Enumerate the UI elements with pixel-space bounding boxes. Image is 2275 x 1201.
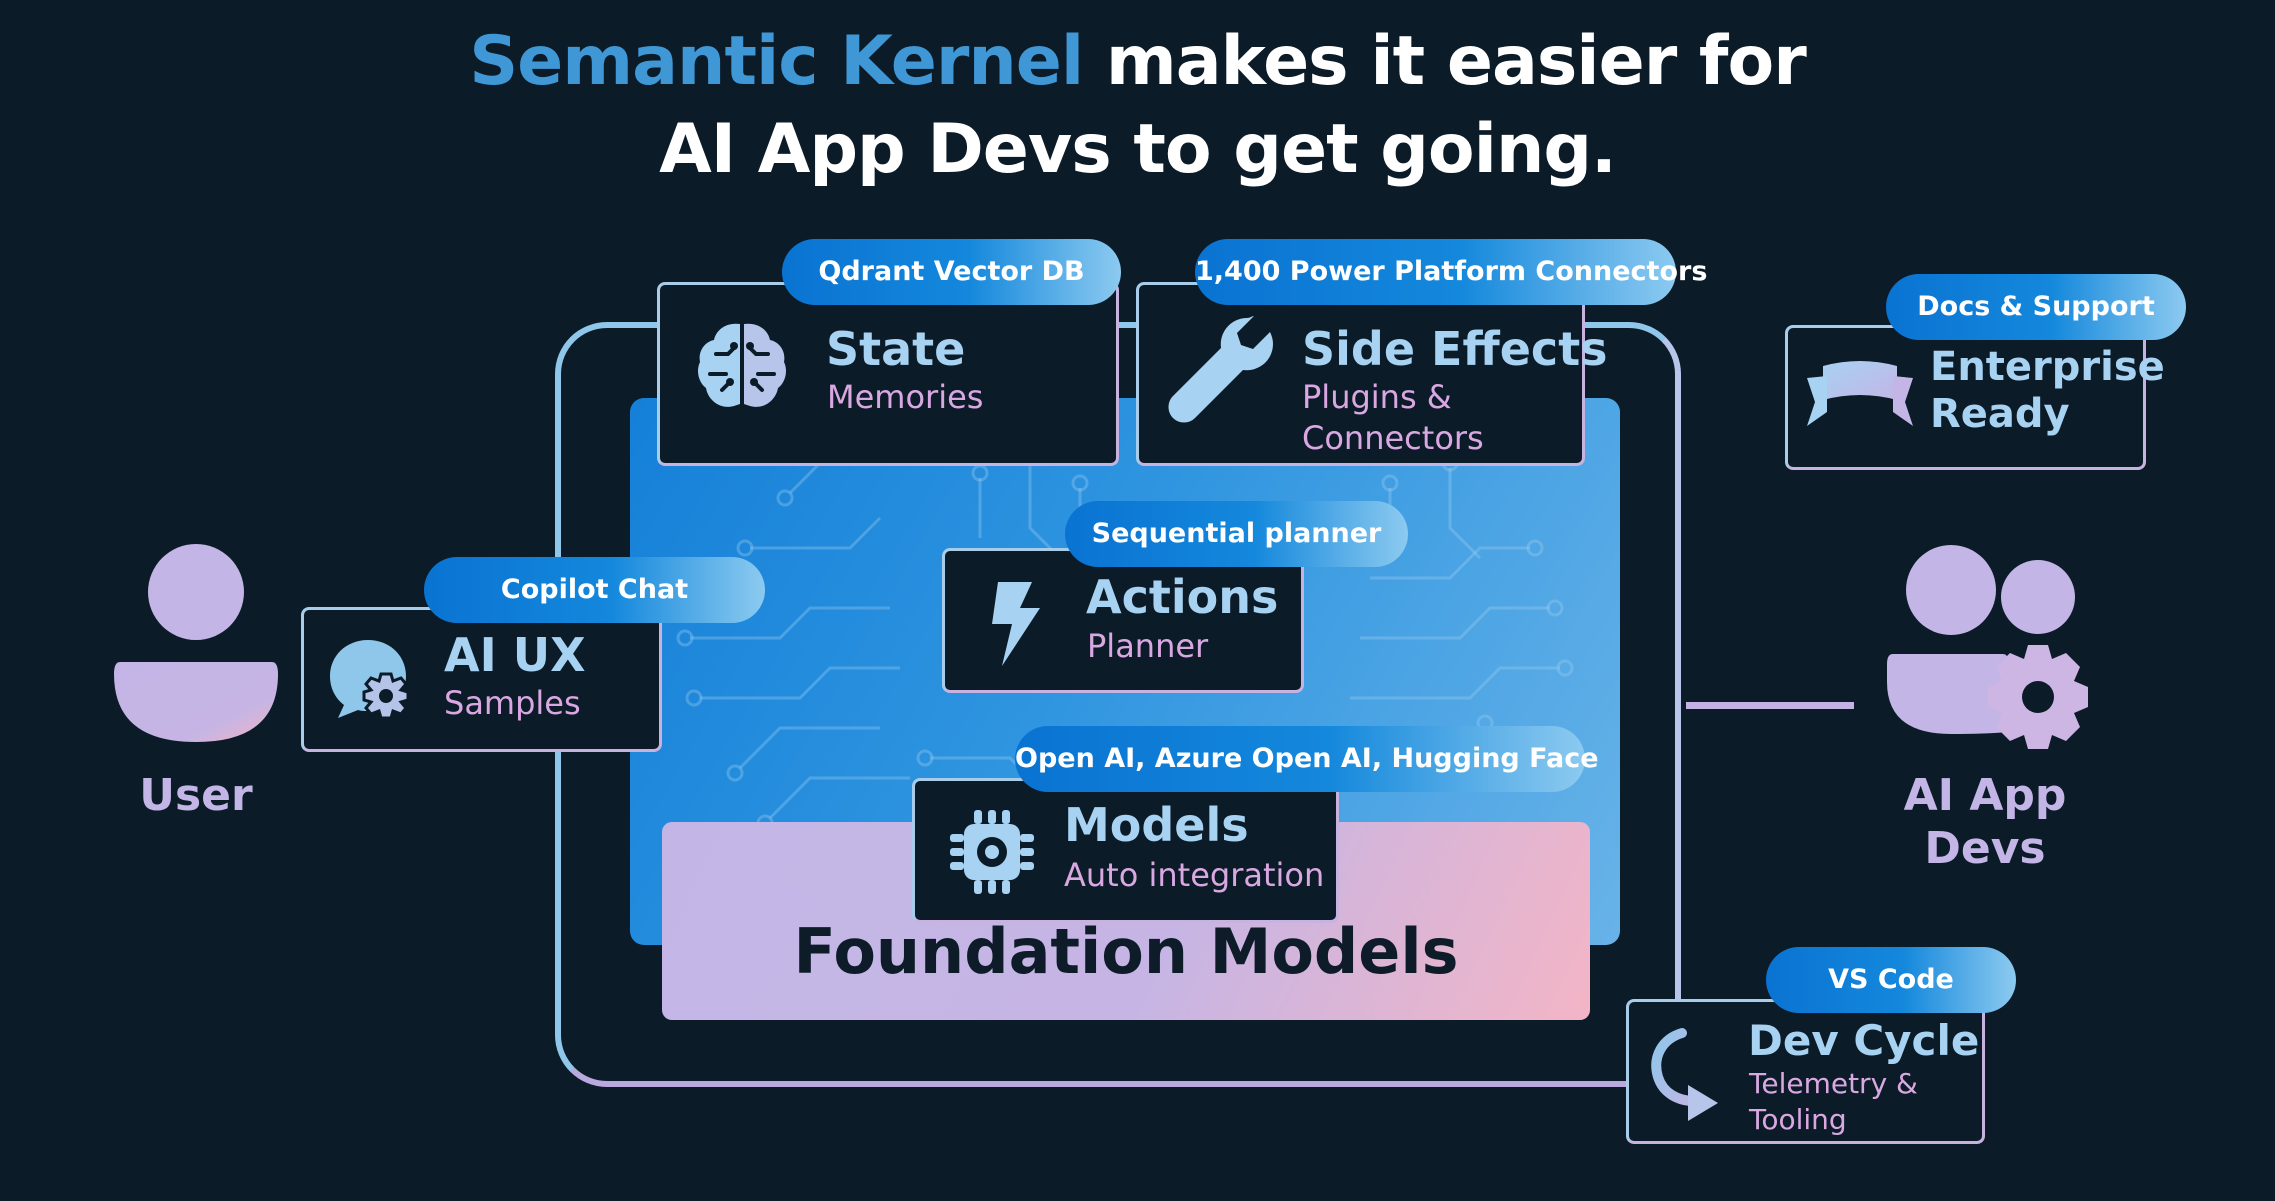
tag-docs-support: Docs & Support <box>1886 274 2186 340</box>
card-side-effects-title: Side Effects <box>1302 322 1608 376</box>
title-line1: makes it easier for <box>1083 22 1807 101</box>
tag-qdrant-vector-db: Qdrant Vector DB <box>782 239 1121 305</box>
tag-vs-code: VS Code <box>1766 947 2016 1013</box>
card-models-title: Models <box>1064 798 1249 852</box>
card-enterprise-ready-title-line1: Enterprise <box>1930 344 2165 390</box>
card-ai-ux-sub: Samples <box>444 684 581 722</box>
card-dev-cycle-sub: Telemetry & Tooling <box>1749 1066 1918 1138</box>
card-enterprise-ready-title-line2: Ready <box>1930 391 2070 437</box>
card-actions-title: Actions <box>1086 570 1279 624</box>
connector-line <box>1686 702 1854 709</box>
page-title: Semantic Kernel makes it easier for <box>0 22 2275 101</box>
card-dev-cycle-sub-line2: Tooling <box>1749 1103 1847 1136</box>
card-state-title: State <box>826 322 966 376</box>
card-dev-cycle-sub-line1: Telemetry & <box>1749 1067 1918 1100</box>
user-label: User <box>139 770 253 821</box>
foundation-models-label: Foundation Models <box>793 915 1459 988</box>
chat-gear-icon <box>330 640 410 720</box>
card-actions-sub: Planner <box>1087 627 1209 665</box>
card-state-sub: Memories <box>827 378 984 416</box>
card-enterprise-ready <box>1785 325 2146 470</box>
tag-power-platform-connectors: 1,400 Power Platform Connectors <box>1195 239 1707 305</box>
tag-copilot-chat: Copilot Chat <box>424 557 765 623</box>
tag-model-providers: Open AI, Azure Open AI, Hugging Face <box>1015 726 1599 792</box>
cycle-arrow-icon <box>1651 1028 1718 1121</box>
banner-icon <box>1807 361 1913 426</box>
card-enterprise-ready-title: Enterprise Ready <box>1930 344 2165 438</box>
card-models-sub: Auto integration <box>1064 856 1325 894</box>
wrench-icon <box>1168 316 1273 423</box>
title-accent: Semantic Kernel <box>469 22 1084 101</box>
page-subtitle: AI App Devs to get going. <box>659 110 1617 189</box>
card-side-effects-sub: Plugins & Connectors <box>1302 377 1484 459</box>
ai-app-devs-label-line2: Devs <box>1924 823 2046 874</box>
ai-app-devs-label: AI App Devs <box>1860 770 2110 874</box>
lightning-icon <box>992 582 1040 666</box>
card-side-effects-sub-line2: Connectors <box>1302 419 1484 457</box>
card-dev-cycle-title: Dev Cycle <box>1748 1016 1980 1065</box>
card-ai-ux-title: AI UX <box>444 628 586 682</box>
brain-icon <box>698 322 786 408</box>
user-icon <box>114 544 278 742</box>
tag-sequential-planner: Sequential planner <box>1065 501 1408 567</box>
ai-app-devs-icon <box>1887 545 2088 749</box>
card-side-effects-sub-line1: Plugins & <box>1302 378 1452 416</box>
ai-app-devs-label-line1: AI App <box>1903 770 2067 821</box>
chip-icon <box>950 810 1034 894</box>
